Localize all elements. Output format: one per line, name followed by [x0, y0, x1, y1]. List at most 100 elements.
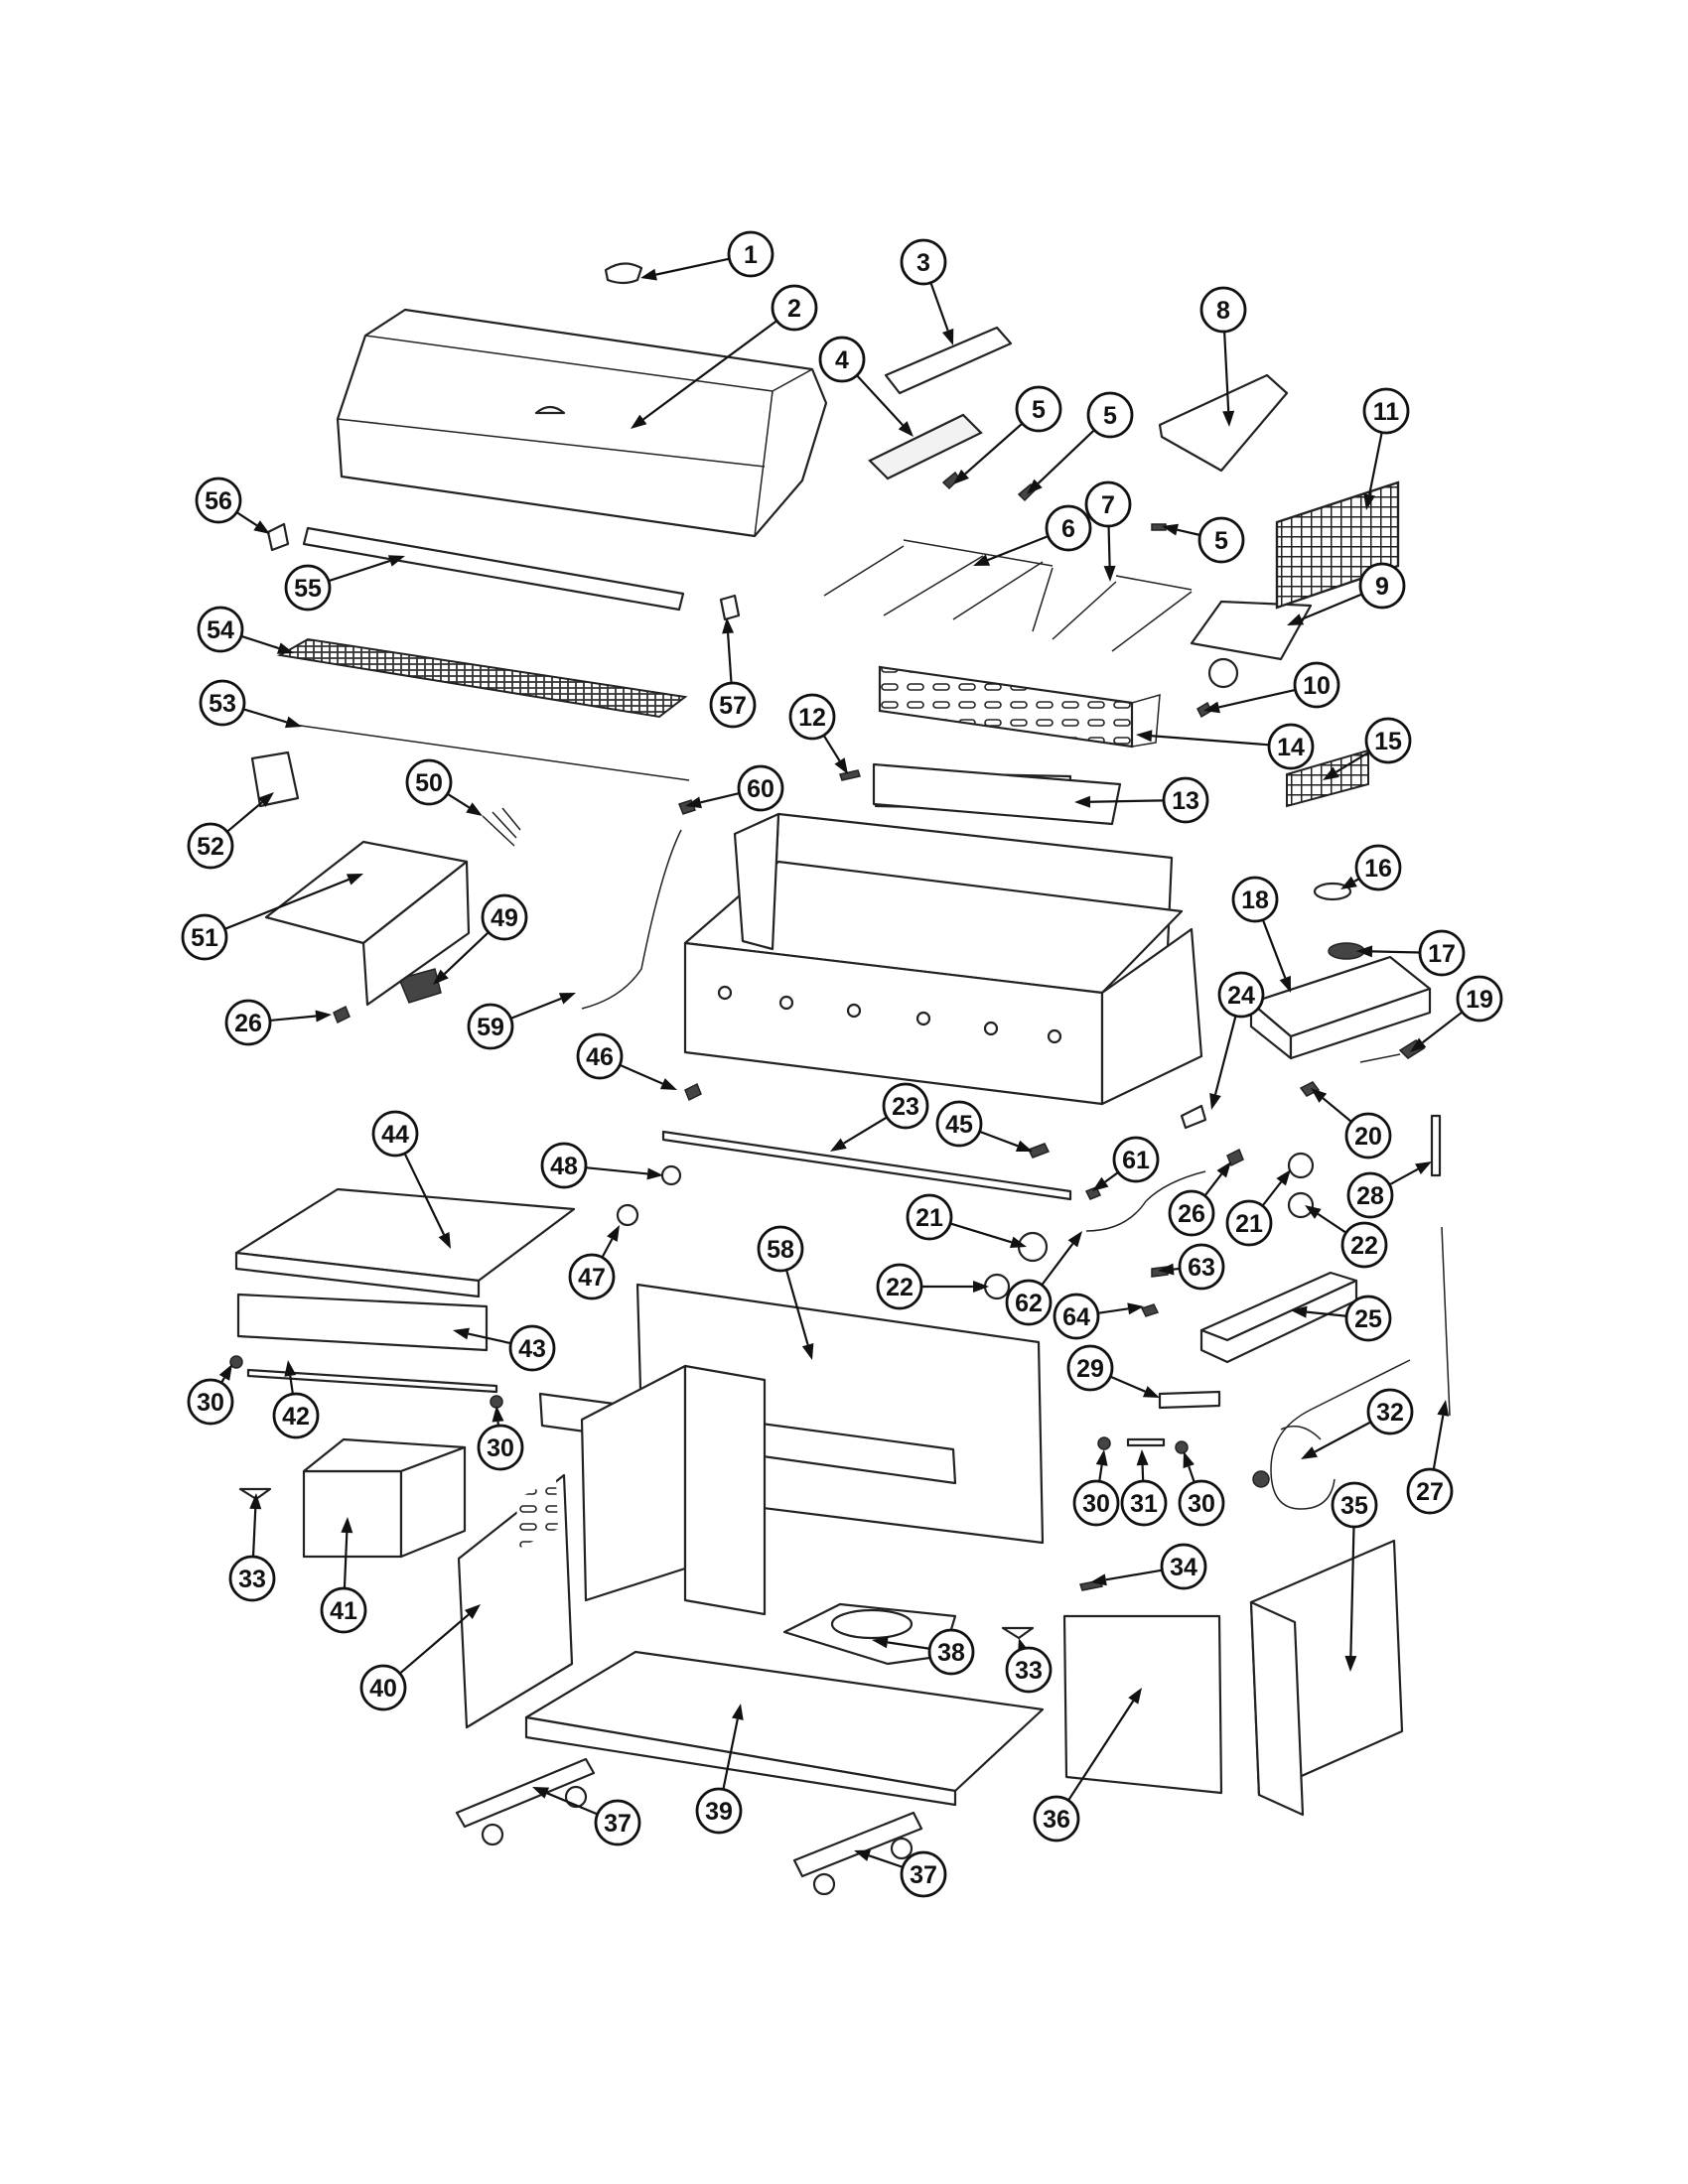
- callout-number: 63: [1188, 1254, 1215, 1282]
- callout-circle: [1066, 1344, 1114, 1392]
- part-32-regulator-hose: [1252, 1359, 1411, 1510]
- callout-circle: [320, 1586, 367, 1634]
- leader-line: [1218, 688, 1296, 709]
- callout-number: 47: [578, 1264, 606, 1292]
- leader-arrowhead: [854, 1849, 872, 1861]
- leader-arrowhead: [722, 617, 735, 634]
- leader-line: [856, 374, 904, 426]
- callout-number: 9: [1375, 573, 1389, 601]
- callout-number: 31: [1130, 1490, 1158, 1518]
- leader-line: [242, 708, 287, 724]
- callout-32: 32: [1301, 1388, 1414, 1459]
- part-8-rod-assembly: [1052, 575, 1193, 652]
- callout-number: 61: [1122, 1147, 1150, 1174]
- firebox-assembly: [683, 762, 1203, 1106]
- leader-arrowhead: [1344, 1655, 1357, 1672]
- leader-line: [1322, 1097, 1352, 1123]
- callout-circle: [371, 1110, 419, 1158]
- callout-circle: [272, 1392, 320, 1439]
- callout-number: 54: [207, 616, 234, 644]
- callout-circle: [594, 1799, 641, 1846]
- callout-circle: [1217, 971, 1265, 1019]
- callout-number: 5: [1103, 402, 1117, 430]
- callout-30: 30: [1072, 1449, 1120, 1527]
- callout-number: 45: [945, 1111, 973, 1139]
- callout-number: 22: [886, 1274, 914, 1301]
- callout-number: 13: [1172, 787, 1199, 815]
- callout-10: 10: [1203, 661, 1340, 714]
- leader-arrowhead: [1279, 975, 1291, 993]
- callout-4: 4: [818, 336, 914, 437]
- callout-circle: [405, 758, 453, 806]
- part-40-vents: [516, 1479, 558, 1549]
- part-57-end-cap: [719, 594, 741, 621]
- callout-circle: [187, 1378, 234, 1426]
- callout-22: 22: [1305, 1205, 1388, 1269]
- leader-arrowhead: [646, 1167, 663, 1180]
- callout-circle: [1033, 1795, 1080, 1843]
- part-38-tank-base: [782, 1602, 957, 1666]
- callout-52: 52: [187, 792, 274, 870]
- callout-number: 25: [1354, 1305, 1382, 1333]
- callout-number: 7: [1101, 491, 1115, 519]
- leader-arrowhead: [898, 421, 914, 437]
- part-20-fitting: [1299, 1081, 1321, 1097]
- callout-6: 6: [973, 504, 1092, 566]
- callout-number: 28: [1356, 1182, 1384, 1210]
- callout-circle: [1344, 1295, 1392, 1342]
- leader-arrowhead: [973, 1281, 989, 1293]
- callout-number: 22: [1350, 1232, 1378, 1260]
- callout-number: 58: [767, 1236, 794, 1264]
- callout-circle: [1199, 286, 1247, 334]
- callout-circle: [540, 1142, 588, 1189]
- leader-line: [1336, 751, 1370, 773]
- leader-line: [1177, 528, 1200, 537]
- callout-circle: [882, 1082, 929, 1130]
- leader-arrowhead: [1415, 1161, 1432, 1174]
- callout-circle: [1005, 1279, 1053, 1326]
- callout-46: 46: [576, 1032, 677, 1090]
- part-25-drip-tray: [1199, 1271, 1358, 1364]
- callout-62: 62: [1005, 1231, 1082, 1326]
- callout-number: 33: [238, 1566, 266, 1593]
- callout-number: 35: [1340, 1492, 1368, 1520]
- callout-circle: [1160, 1543, 1207, 1590]
- callout-number: 30: [487, 1434, 514, 1462]
- callout-number: 4: [835, 346, 849, 374]
- callout-number: 42: [282, 1403, 310, 1431]
- leader-line: [398, 1613, 470, 1675]
- leader-line: [929, 282, 949, 332]
- leader-arrowhead: [276, 642, 294, 654]
- callout-number: 32: [1376, 1399, 1404, 1427]
- part-18-side-burner-housing: [1249, 955, 1432, 1060]
- leader-arrowhead: [1090, 1573, 1107, 1586]
- callout-number: 48: [550, 1153, 578, 1180]
- leader-line: [1371, 950, 1421, 954]
- leader-line: [822, 735, 841, 761]
- part-49-motor-cover: [397, 968, 442, 1004]
- callout-9: 9: [1287, 562, 1406, 625]
- leader-line: [1314, 1421, 1372, 1453]
- part-45-fitting: [1027, 1143, 1051, 1159]
- leader-arrowhead: [1095, 1449, 1108, 1466]
- callout-37: 37: [532, 1787, 641, 1846]
- callout-5: 5: [1027, 391, 1134, 494]
- callout-number: 30: [1082, 1490, 1110, 1518]
- callout-26: 26: [224, 999, 332, 1046]
- callout-number: 5: [1214, 527, 1228, 555]
- part-2-hood: [336, 308, 828, 538]
- callout-circle: [224, 999, 272, 1046]
- callout-number: 6: [1061, 515, 1075, 543]
- callout-60: 60: [685, 764, 784, 812]
- callout-circle: [181, 913, 228, 961]
- callout-56: 56: [195, 477, 270, 534]
- callout-circle: [1225, 1199, 1273, 1247]
- leader-arrowhead: [1136, 1449, 1149, 1466]
- part-3-heat-shield: [884, 326, 1013, 395]
- callout-number: 64: [1062, 1303, 1090, 1331]
- callout-54: 54: [197, 606, 294, 654]
- callout-number: 2: [787, 295, 801, 323]
- callout-circle: [1178, 1243, 1225, 1291]
- callout-circle: [900, 238, 947, 286]
